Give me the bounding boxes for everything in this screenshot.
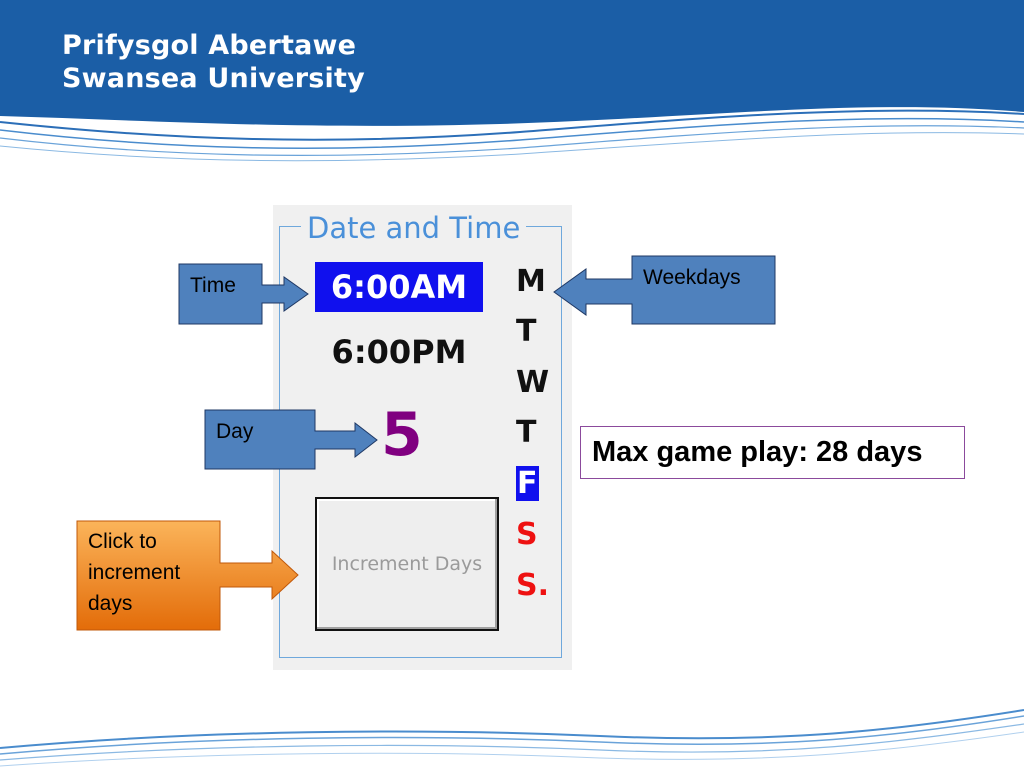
- weekday-saturday: S: [516, 517, 538, 552]
- weekday-friday-label: F: [516, 466, 539, 501]
- university-name-english: Swansea University: [62, 63, 365, 94]
- time-callout-label: Time: [190, 274, 236, 297]
- increment-days-button[interactable]: Increment Days: [315, 497, 499, 631]
- day-callout-label: Day: [216, 420, 254, 443]
- weekday-sunday: S.: [516, 568, 550, 603]
- click-callout-arrow: [76, 520, 299, 631]
- day-number: 5: [381, 400, 423, 470]
- day-callout-arrow: [204, 409, 378, 470]
- click-callout-label: Click to increment days: [88, 530, 181, 615]
- weekday-friday-selected: F: [516, 465, 548, 503]
- footer-waves: [0, 709, 1024, 767]
- time-option[interactable]: 6:00PM: [331, 333, 467, 371]
- date-time-legend: Date and Time: [301, 211, 527, 245]
- university-name-welsh: Prifysgol Abertawe: [62, 30, 357, 61]
- time-callout-arrow: [178, 263, 309, 325]
- weekday-wednesday: W: [516, 365, 550, 400]
- max-game-play-box: Max game play: 28 days: [580, 426, 965, 479]
- header-banner: [0, 0, 1024, 162]
- max-game-play-text: Max game play: 28 days: [592, 436, 923, 468]
- weekday-tuesday: T: [516, 314, 537, 349]
- weekdays-callout-label: Weekdays: [643, 266, 741, 289]
- weekday-thursday: T: [516, 415, 537, 450]
- weekdays-callout-arrow: [553, 255, 776, 325]
- time-option-selected[interactable]: 6:00AM: [315, 262, 483, 312]
- weekday-monday: M: [516, 264, 546, 299]
